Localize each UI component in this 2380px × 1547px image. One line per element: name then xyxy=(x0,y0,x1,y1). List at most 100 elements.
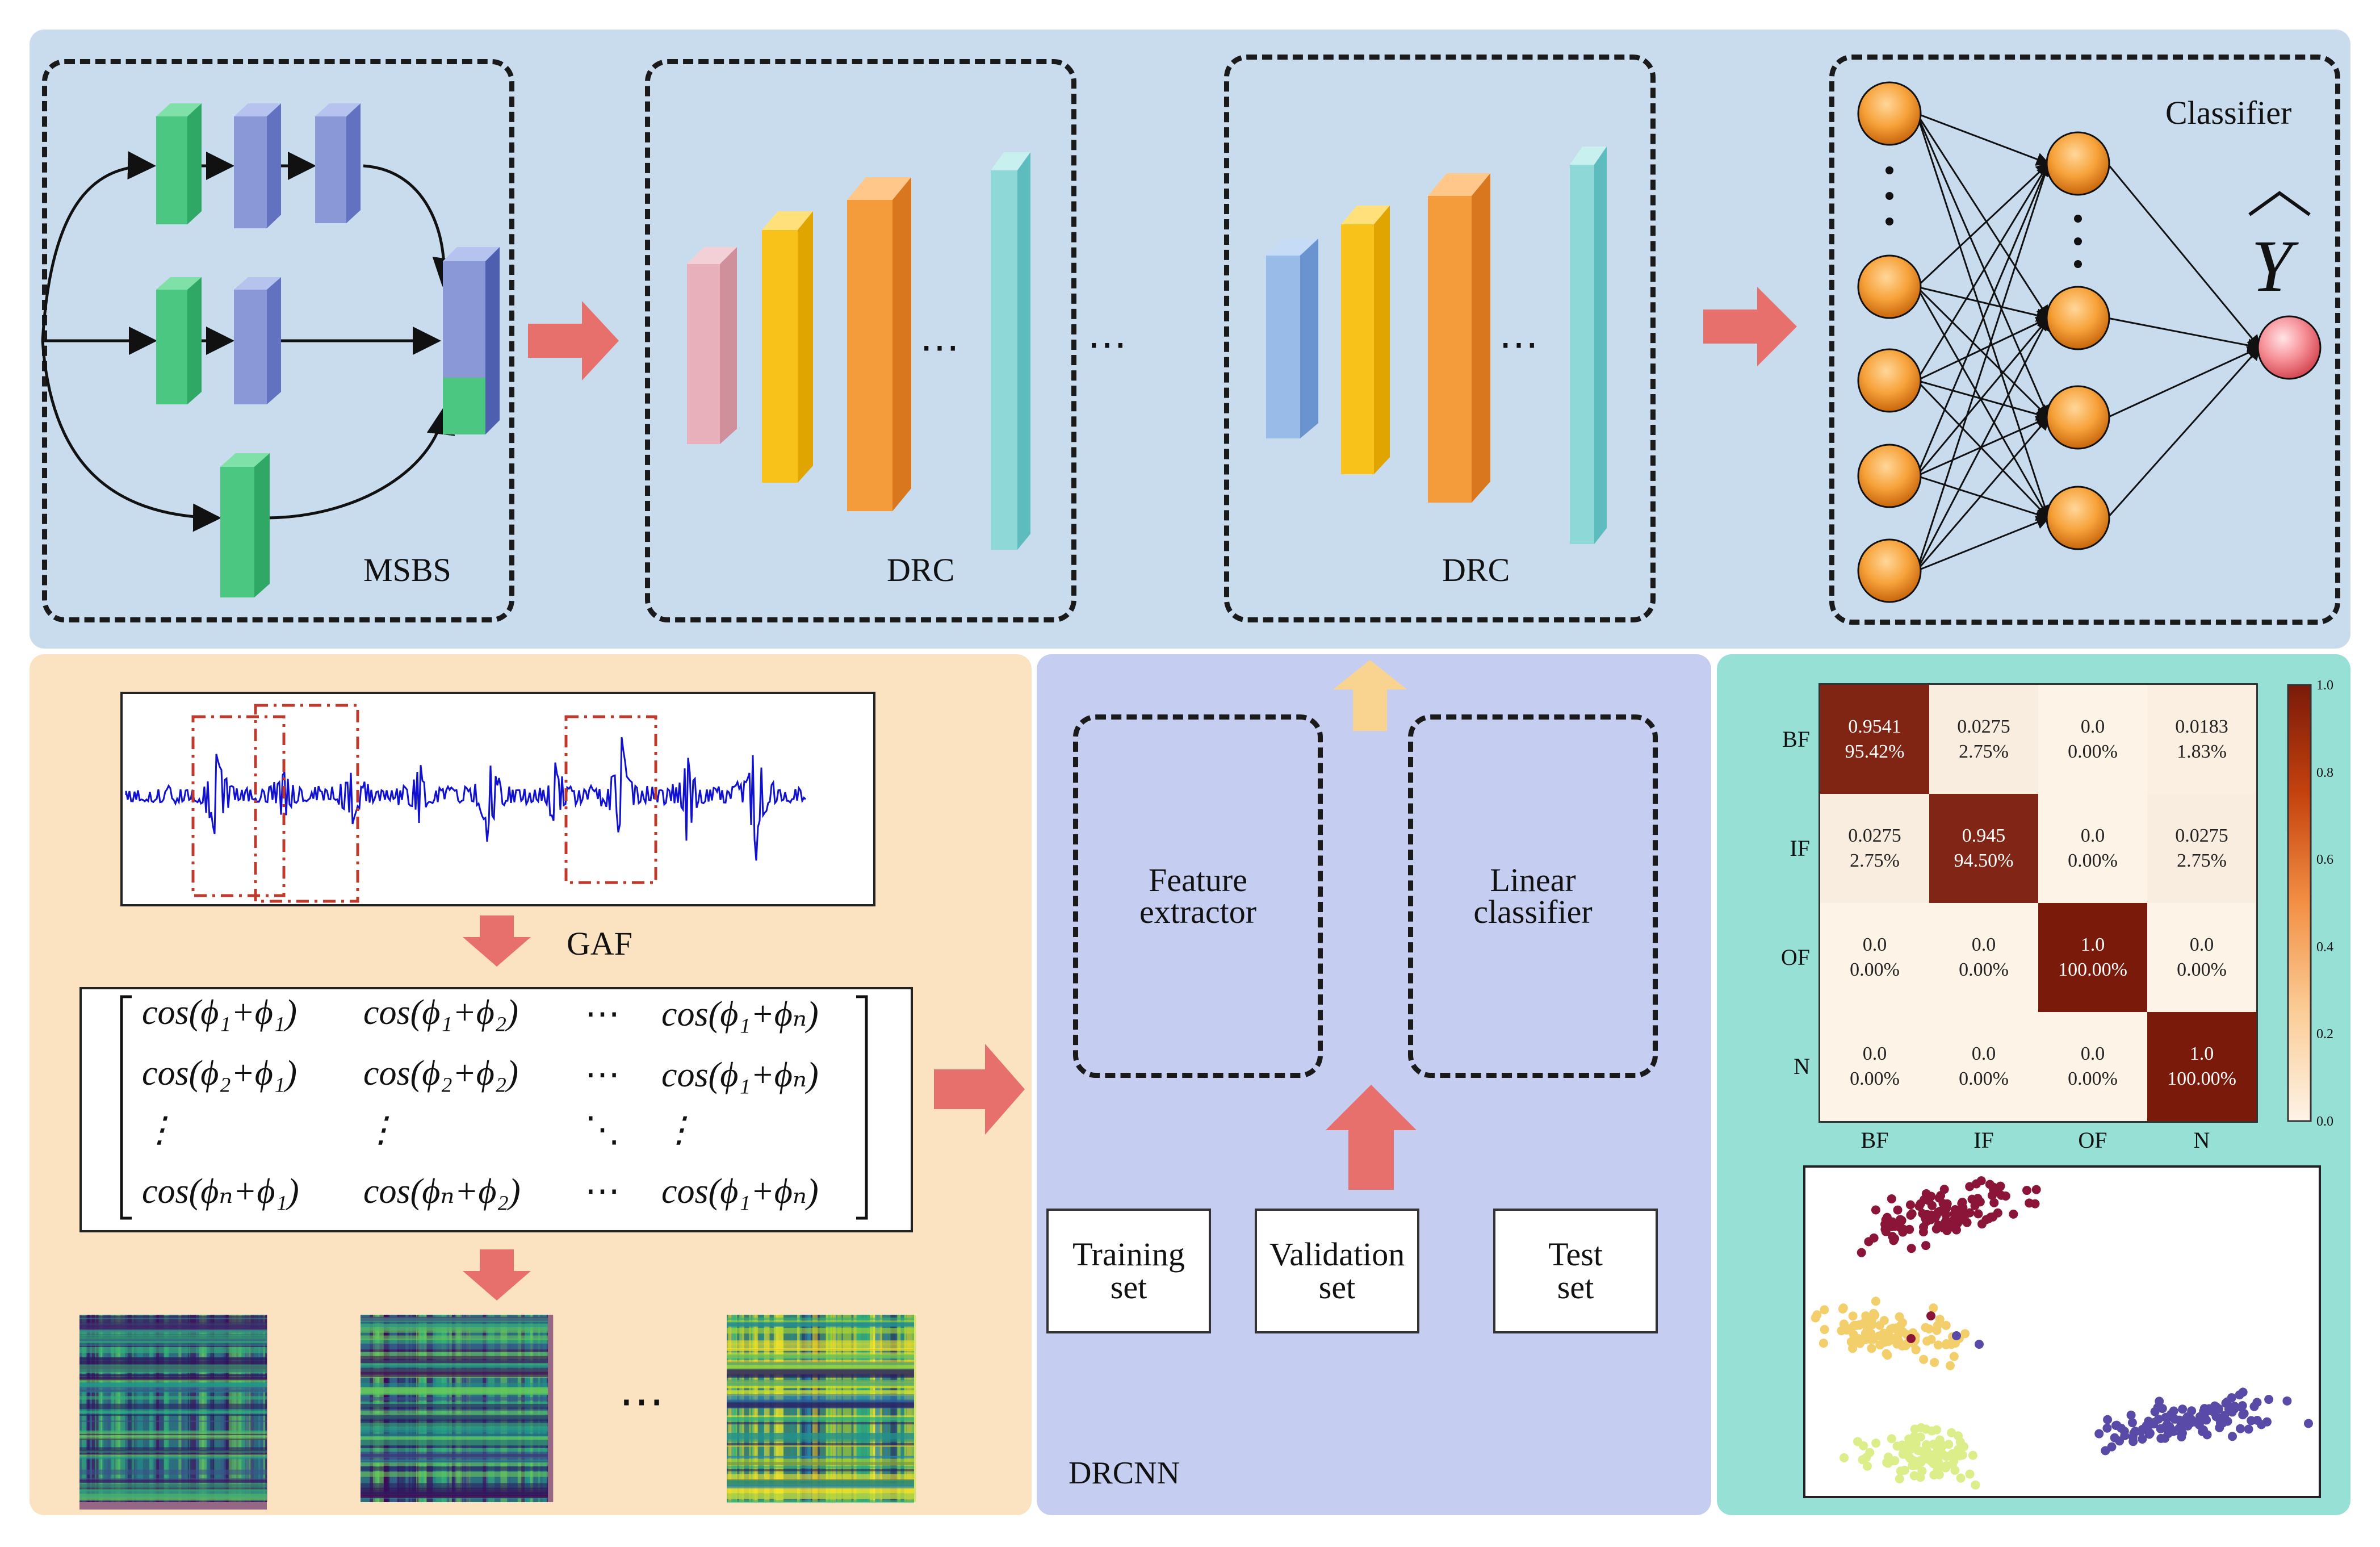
gaf-image-2 xyxy=(361,1315,554,1502)
colorbar-tick: 0.4 xyxy=(2316,939,2333,955)
tsne-point xyxy=(1916,1432,1925,1442)
tsne-point xyxy=(1921,1323,1930,1332)
drc-1-dots: ⋯ xyxy=(920,326,959,370)
tsne-point xyxy=(2103,1415,2113,1424)
tsne-point xyxy=(2031,1185,2041,1194)
x-tick-label: N xyxy=(2193,1127,2210,1153)
tsne-point xyxy=(1895,1474,1904,1484)
matrix-cell: cos(ϕ₁+ϕₙ) xyxy=(661,1056,819,1094)
tsne-point xyxy=(1867,1344,1876,1353)
tsne-point xyxy=(2228,1432,2237,1441)
input-node xyxy=(1857,348,1922,413)
cell-percent: 95.42% xyxy=(1845,741,1905,762)
tsne-point xyxy=(1957,1199,1967,1209)
tsne-point xyxy=(1939,1185,1949,1194)
tsne-point xyxy=(1820,1305,1829,1315)
tsne-point xyxy=(1899,1449,1908,1459)
cell-value: 0.0 xyxy=(1862,1043,1887,1064)
network-edge xyxy=(1916,162,2050,381)
tsne-point xyxy=(2150,1407,2160,1416)
tsne-point xyxy=(2102,1423,2112,1433)
cell-percent: 0.00% xyxy=(1850,959,1900,980)
tsne-point xyxy=(2227,1407,2237,1417)
hidden-node xyxy=(2046,486,2110,550)
matrix-cell: ⋯ xyxy=(585,1172,620,1211)
tsne-point xyxy=(1914,1201,1924,1211)
tsne-point xyxy=(1968,1450,1977,1460)
ellipsis-dot xyxy=(2074,260,2082,268)
tsne-point xyxy=(2136,1427,2146,1436)
hidden-node xyxy=(2046,286,2110,350)
drc-block-2 xyxy=(1224,55,1656,622)
tsne-point xyxy=(1887,1434,1896,1444)
gaf-images-dots: ⋯ xyxy=(619,1377,664,1427)
tsne-point xyxy=(1927,1426,1937,1436)
tsne-point xyxy=(1927,1201,1937,1210)
network-edge xyxy=(1916,316,2050,476)
network-edge xyxy=(1916,113,2051,520)
tsne-point xyxy=(1933,1340,1943,1350)
feature-extractor-line2: extractor xyxy=(1139,893,1257,930)
tsne-point xyxy=(1919,1222,1929,1232)
colorbar xyxy=(2287,684,2312,1122)
matrix-cell: cos(ϕ₁+ϕ₂) xyxy=(363,993,519,1032)
tsne-point xyxy=(1975,1197,1985,1207)
tsne-point xyxy=(1865,1448,1875,1457)
tsne-point xyxy=(1871,1439,1881,1448)
tsne-point xyxy=(2153,1414,2163,1424)
tsne-point xyxy=(1861,1329,1870,1339)
gaf-image-3 xyxy=(727,1315,916,1503)
tsne-point xyxy=(1975,1340,1984,1349)
tsne-point xyxy=(1916,1423,1926,1432)
cell-value: 0.0 xyxy=(1862,934,1887,955)
tsne-point xyxy=(1838,1304,1847,1314)
output-node xyxy=(2257,315,2322,380)
tsne-point xyxy=(1932,1326,1942,1335)
matrix-cell: cos(ϕ₂+ϕ₂) xyxy=(363,1054,519,1093)
cell-percent: 0.00% xyxy=(1959,1068,2009,1089)
cell-percent: 1.83% xyxy=(2177,741,2227,762)
network-edge xyxy=(1916,162,2050,288)
tsne-point xyxy=(2215,1423,2224,1432)
tsne-point xyxy=(1916,1473,1925,1482)
tsne-point xyxy=(1871,1297,1880,1306)
tsne-point xyxy=(1869,1233,1879,1243)
tsne-point xyxy=(1896,1466,1905,1476)
matrix-cell: ⋯ xyxy=(585,1056,620,1094)
tsne-point xyxy=(1811,1313,1820,1323)
tsne-point xyxy=(2249,1402,2259,1411)
msbs-green-block-1 xyxy=(156,103,202,224)
cell-value: 0.0 xyxy=(2080,825,2105,846)
y-tick-label: BF xyxy=(1782,726,1810,752)
tsne-point xyxy=(1941,1340,1951,1349)
tsne-point xyxy=(2264,1395,2274,1404)
tsne-point xyxy=(1885,1324,1895,1334)
matrix-cell: cos(ϕ₁+ϕₙ) xyxy=(661,1172,819,1211)
tsne-point xyxy=(1989,1198,1999,1207)
network-edge xyxy=(1916,162,2050,476)
tsne-point xyxy=(1893,1205,1903,1215)
msbs-green-block-3 xyxy=(220,453,270,597)
tsne-point xyxy=(2200,1413,2210,1423)
tsne-point xyxy=(2178,1404,2188,1414)
arrow-right-2 xyxy=(1703,287,1797,366)
tsne-point xyxy=(2001,1191,2010,1201)
tsne-point xyxy=(2238,1387,2248,1397)
tsne-point xyxy=(1893,1332,1903,1342)
cell-percent: 0.00% xyxy=(2068,741,2118,762)
arrow-right-1 xyxy=(528,301,619,381)
tsne-point xyxy=(2239,1408,2249,1418)
arrow-up-red xyxy=(1326,1085,1417,1190)
tsne-point xyxy=(2171,1426,2180,1436)
network-edge xyxy=(2106,163,2261,349)
cell-value: 1.0 xyxy=(2189,1043,2214,1064)
tsne-point xyxy=(1946,1361,1955,1370)
tsne-point xyxy=(1921,1241,1931,1251)
tsne-point xyxy=(2244,1424,2253,1434)
